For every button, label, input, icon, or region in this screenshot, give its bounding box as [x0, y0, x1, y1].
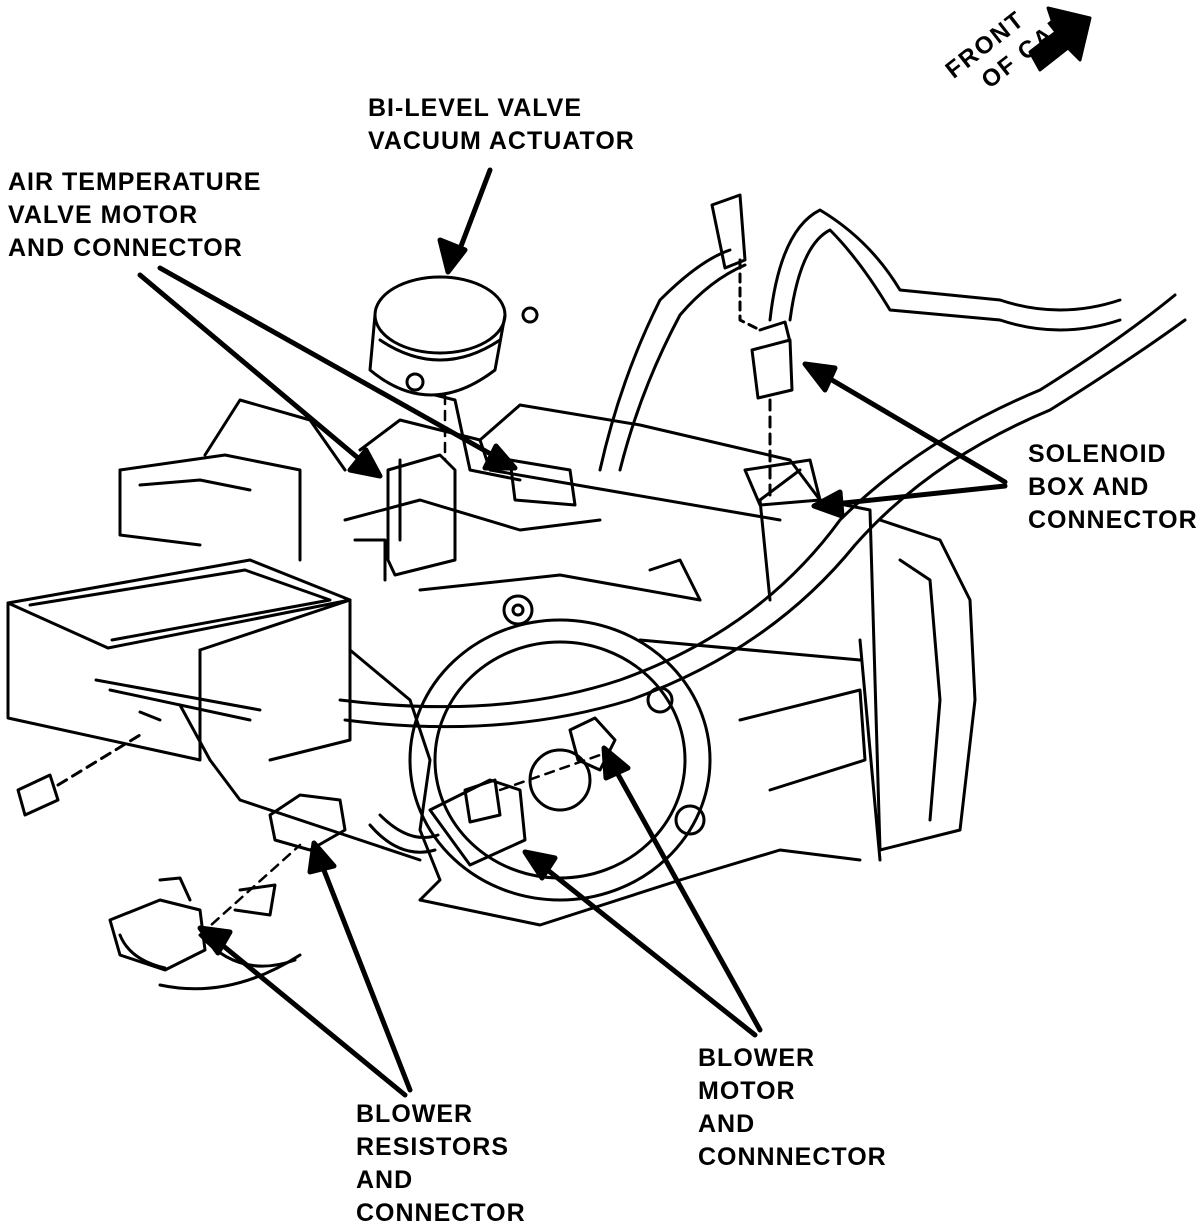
label-blower-motor: BLOWER MOTOR AND CONNNECTOR [698, 1042, 887, 1174]
front-of-car-arrow [1028, 6, 1092, 72]
blower-motor-connector [368, 716, 617, 867]
label-solenoid-box: SOLENOID BOX AND CONNECTOR [1028, 438, 1198, 537]
callout-arrows [137, 167, 1008, 1098]
label-line: AND [356, 1166, 414, 1194]
label-bilevel-valve: BI-LEVEL VALVE VACUUM ACTUATOR [368, 92, 635, 158]
label-line: AIR TEMPERATURE [8, 168, 262, 196]
label-line: MOTOR [698, 1077, 796, 1105]
wiring-harness [338, 208, 1187, 729]
label-line: AND [698, 1110, 756, 1138]
label-line: BOX AND [1028, 473, 1150, 501]
label-line: RESISTORS [356, 1133, 510, 1161]
label-line: BLOWER [698, 1044, 816, 1072]
label-line: AND CONNECTOR [8, 234, 243, 262]
label-line: VALVE MOTOR [8, 201, 199, 229]
label-line: BI-LEVEL VALVE [368, 94, 583, 122]
bolt [16, 733, 142, 817]
label-line: CONNECTOR [356, 1199, 526, 1227]
label-line: BLOWER [356, 1100, 474, 1128]
air-temp-motor [353, 453, 457, 582]
label-air-temp-motor: AIR TEMPERATURE VALVE MOTOR AND CONNECTO… [8, 166, 261, 265]
label-line: SOLENOID [1028, 440, 1167, 468]
label-line: VACUUM ACTUATOR [368, 127, 635, 155]
label-line: CONNNECTOR [698, 1143, 887, 1171]
label-blower-resistors: BLOWER RESISTORS AND CONNECTOR [356, 1098, 526, 1230]
left-duct [6, 558, 352, 762]
label-line: CONNECTOR [1028, 506, 1198, 534]
module-housing [118, 398, 977, 927]
solenoid-connectors [710, 193, 822, 507]
vacuum-actuator [368, 275, 577, 507]
